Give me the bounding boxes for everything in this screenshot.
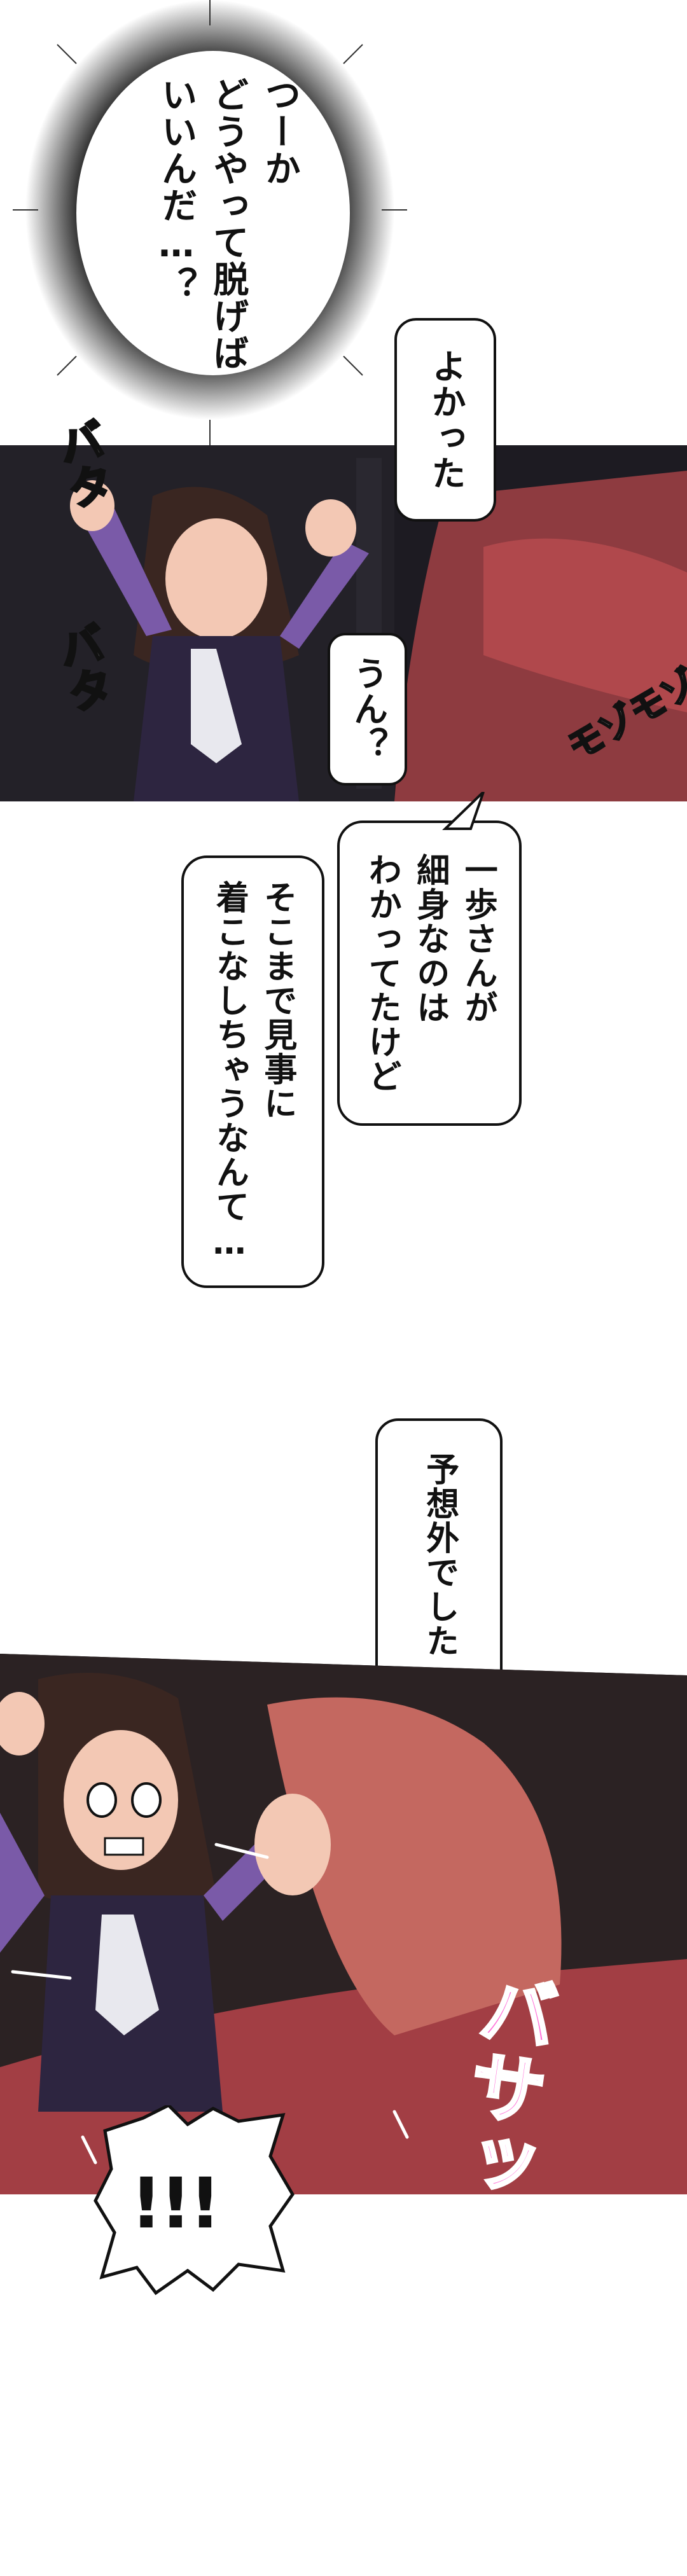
panel-1-art: [0, 445, 687, 801]
bubble-yokatta: よかった: [394, 318, 496, 522]
panel-1: [0, 445, 687, 801]
shout-bubble-text: つーか どうやって脱げば いいんだ…？: [155, 76, 300, 371]
bubble-exclaim-text: !!!: [130, 2163, 221, 2244]
bubble-kikonashi: そこまで見事に 着こなしちゃうなんて…: [181, 855, 324, 1288]
shout-bubble-burst: [13, 0, 407, 445]
bubble-hosoi-tail: [442, 792, 485, 830]
bubble-exclaim-burst: [94, 2105, 295, 2296]
bubble-hosoi: 一歩さんが 細身なのは わかってたけど: [337, 821, 522, 1126]
shout-bubble-area: つーか どうやって脱げば いいんだ…？: [0, 0, 687, 445]
bubble-un: うん？: [328, 633, 407, 786]
bubble-yosougai: 予想外でした: [375, 1418, 503, 1692]
